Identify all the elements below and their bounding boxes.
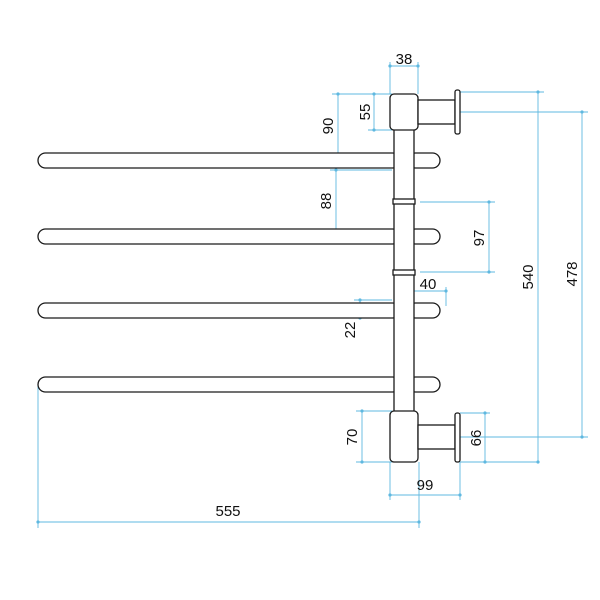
label-478: 478 [564, 261, 581, 286]
knuckle-ring-2 [392, 269, 416, 276]
label-55: 55 [357, 104, 374, 121]
label-88: 88 [318, 193, 335, 210]
top-bracket-cap [389, 93, 419, 131]
towel-bar-4 [37, 376, 401, 393]
towel-bar-1 [37, 152, 401, 169]
top-wall-arm [417, 99, 456, 125]
label-66: 66 [468, 430, 485, 447]
label-70: 70 [344, 429, 361, 446]
label-90: 90 [320, 118, 337, 135]
label-555: 555 [215, 503, 240, 520]
dimension-ticks [36, 64, 584, 524]
label-99: 99 [417, 477, 434, 494]
bottom-bracket-cap [389, 410, 419, 463]
towel-bar-2 [37, 228, 401, 245]
towel-rail-outline [37, 89, 461, 463]
top-wall-flange [454, 89, 461, 135]
knuckle-ring-1 [392, 198, 416, 205]
towel-bar-3 [37, 302, 401, 319]
label-38: 38 [396, 51, 413, 68]
bottom-wall-flange [454, 412, 461, 463]
label-97: 97 [471, 230, 488, 247]
label-540: 540 [520, 264, 537, 289]
dimension-labels: 38 55 90 88 97 40 22 70 66 540 478 99 55… [215, 51, 581, 520]
bottom-wall-arm [417, 424, 456, 450]
label-40: 40 [420, 276, 437, 293]
dimension-lines [37, 62, 588, 528]
label-22: 22 [342, 322, 359, 339]
